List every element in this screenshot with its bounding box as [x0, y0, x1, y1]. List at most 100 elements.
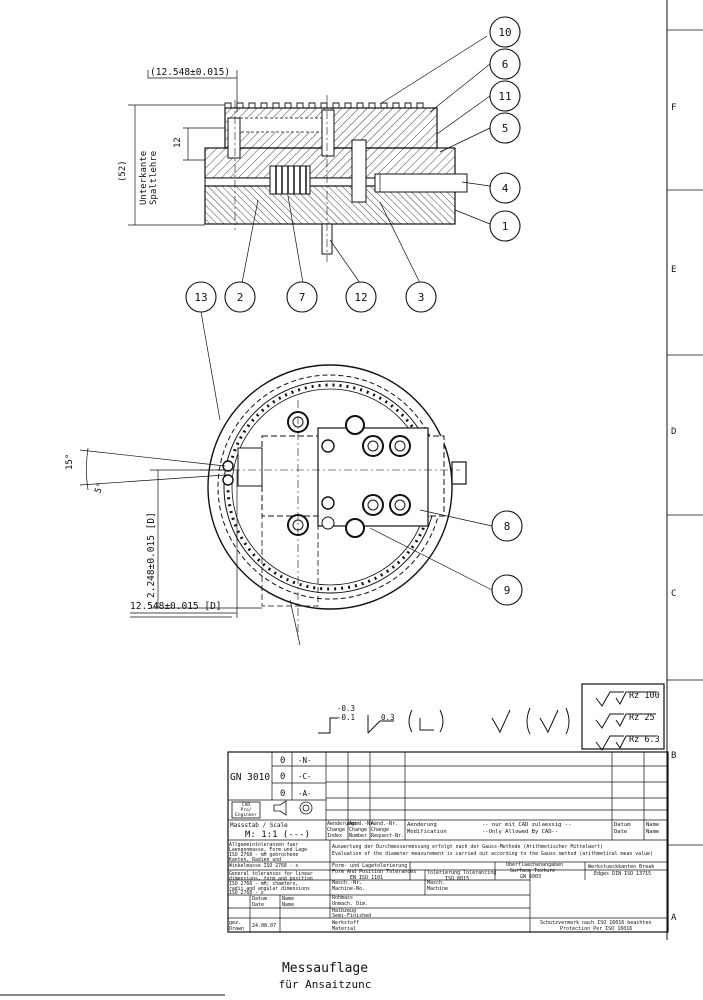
change-index-2: Change: [327, 827, 345, 833]
surf-1: Oberflaechenangaben: [506, 862, 563, 868]
callout-3: 3: [418, 291, 425, 304]
title-block: GN 3010 0 0 0 -N- -C- -A- CAD Pro/ Engin…: [227, 751, 669, 933]
cad-2: Pro/: [241, 807, 252, 813]
callout-9: 9: [504, 584, 511, 597]
gen-en-4: radii and angular dimensions: [229, 886, 310, 892]
release-3: Request-Nr.: [371, 833, 404, 839]
tol-minus-03: -0.3: [337, 704, 355, 713]
name-4: Name: [282, 902, 294, 908]
callout-4: 4: [502, 182, 509, 195]
dim-angle-15: 15°: [65, 454, 75, 470]
release-1: Aend.-Nr.: [371, 821, 398, 827]
callout-1: 1: [502, 220, 509, 233]
werk-2: Material: [332, 926, 356, 932]
dim-vertical: 2.248±0.015 [D]: [146, 512, 157, 598]
change-number-1: Aend.-Nr.: [349, 821, 376, 827]
change-number-2: Change: [349, 827, 367, 833]
zone-label-d: D: [671, 427, 676, 437]
gen-tol-4: Kanten, Radien und: [229, 857, 281, 863]
callout-7: 7: [299, 291, 306, 304]
masch-4: Machine: [427, 886, 448, 892]
masch-3: Masch.: [427, 880, 445, 886]
surface-symbols: Rz 100 Rz 25 Rz 6.3 -0.3 -0.1 0.3: [318, 683, 665, 751]
callout-8: 8: [504, 520, 511, 533]
tag-c: -C-: [298, 772, 312, 781]
callout-12: 12: [354, 291, 367, 304]
gen-en-1: General tolerances for linear: [229, 871, 313, 877]
gen-tol-2: Laengenmasse, Form und Lage: [229, 847, 307, 853]
norm-gn3010: GN 3010: [230, 772, 270, 783]
change-number-3: Number: [349, 833, 367, 839]
masch-1: Masch.-Nr.: [332, 880, 362, 886]
zone-label-a: A: [671, 913, 677, 923]
gauss-1: Auswertung der Durchmessermessung erfolg…: [332, 844, 603, 850]
dim-height-52: (52): [118, 160, 128, 182]
date-label-1: Datum: [614, 822, 631, 828]
callout-5: 5: [502, 122, 509, 135]
date-label-2: Date: [614, 829, 627, 835]
roughness-rz25: Rz 25: [629, 713, 655, 723]
tol-03: 0.3: [381, 713, 395, 722]
edge-2: Edges DIN ISO 13715: [594, 871, 651, 877]
gez-date: 24.08.07: [252, 923, 276, 929]
edge-1: Werkstueckkanten Break: [588, 864, 654, 870]
frame-right: F E D C B A: [666, 0, 703, 940]
zone-label-e: E: [671, 265, 676, 275]
release-2: Change: [371, 827, 389, 833]
tol-1: Tolerierung Tolerancing: [427, 870, 496, 876]
callout-2: 2: [237, 291, 244, 304]
zone-label-b: B: [671, 751, 676, 761]
callout-10: 10: [498, 26, 511, 39]
gen-tol-3: ISO 2768 - mH gebrochene: [229, 852, 298, 858]
name-label-1: Name: [646, 822, 659, 828]
werk-1: Werkstoff: [332, 920, 359, 926]
cad-only-2: --Only Allowed By CAD--: [482, 829, 558, 835]
callout-11: 11: [498, 90, 511, 103]
roh-1: Rohmass: [332, 895, 353, 901]
dim-height-12: 12: [173, 137, 183, 148]
change-index-1: Aenderungs-: [327, 821, 360, 827]
gez-1: gez.: [229, 920, 241, 926]
datum-2: Date: [252, 902, 264, 908]
masch-2: Machine-No.: [332, 886, 365, 892]
zone-0c: 0: [280, 789, 285, 799]
plan-view: 15° 5° 2.248±0.015 [D] 12.548±0.015 [D]: [65, 311, 493, 646]
cad-1: CAD: [242, 802, 250, 808]
roh-2: Unmach. Dim.: [332, 901, 368, 907]
gen-tol-5: Winkelmasse ISO 2768 - x: [229, 863, 298, 869]
title-line-1: Messauflage: [282, 961, 368, 976]
tag-n: -N-: [298, 756, 312, 765]
modification-2: Modification: [407, 829, 447, 835]
form-1: Form- und Lagetolerierung: [332, 863, 407, 869]
gauss-2: Evaluation of the diameter measurement i…: [332, 851, 653, 857]
form-3: EN ISO 1101: [350, 875, 383, 881]
form-2: Form And Position Tolerances: [332, 869, 416, 875]
gez-2: Drawn: [229, 926, 244, 932]
gen-tol-1: Allgemeintoleranzen fuer: [229, 842, 298, 848]
surf-3: GN 6003: [520, 874, 541, 880]
name-label-2: Name: [646, 829, 659, 835]
dim-unterkante-1: Unterkante: [139, 151, 149, 205]
zone-0b: 0: [280, 772, 285, 782]
roughness-rz63: Rz 6.3: [629, 735, 660, 745]
datum-1: Datum: [252, 896, 267, 902]
dim-unterkante-2: Spaltlehre: [149, 151, 159, 205]
change-index-3: Index: [327, 833, 342, 839]
roughness-rz100: Rz 100: [629, 691, 660, 701]
zone-label-f: F: [671, 103, 676, 113]
name-3: Name: [282, 896, 294, 902]
tol-2: ISO 8015: [445, 876, 469, 882]
title-line-2: für Ansaitzunc: [279, 978, 372, 991]
dim-angle-5: 5°: [93, 481, 106, 495]
tag-a: -A-: [298, 789, 312, 798]
halb-1: Halbzeug: [332, 908, 356, 914]
section-view: (12.548±0.015) 12 (52) Unterkante Spaltl…: [118, 35, 491, 284]
modification-1: Aenderung: [407, 822, 437, 828]
tol-minus-01: -0.1: [337, 713, 355, 722]
gen-en-5: ISO 2768 - x: [229, 890, 264, 896]
schutz-2: Protection Per ISO 16016: [560, 926, 632, 932]
halb-2: Semi-Finished: [332, 913, 371, 919]
callout-6: 6: [502, 58, 509, 71]
scale-label: Massstab / Scale: [230, 822, 288, 829]
